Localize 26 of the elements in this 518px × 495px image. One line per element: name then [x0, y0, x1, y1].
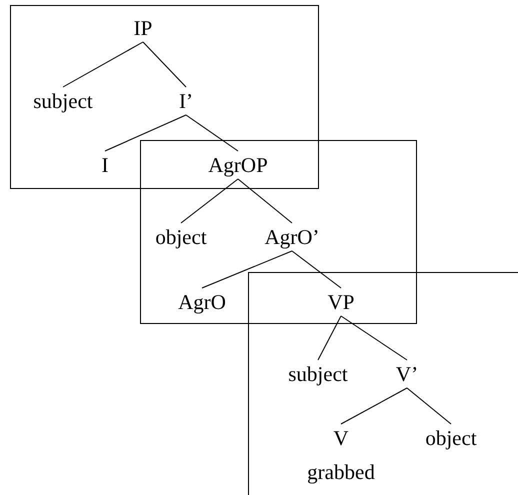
tree-label: AgrOP	[208, 153, 268, 177]
tree-label: subject	[33, 89, 93, 113]
tree-branch	[318, 316, 342, 360]
tree-label: IP	[134, 16, 152, 40]
tree-branch	[202, 250, 292, 288]
tree-label: AgrO’	[264, 225, 320, 249]
tree-branch	[340, 388, 408, 424]
tree-label: V	[333, 426, 349, 450]
word-gloss: grabbed	[307, 460, 375, 484]
tree-branch	[238, 178, 292, 224]
tree-label: VP	[328, 290, 354, 314]
tree-label: subject	[288, 362, 348, 386]
tree-branch	[62, 42, 144, 88]
tree-branch	[406, 388, 452, 424]
tree-branch	[292, 250, 342, 288]
tree-branch	[142, 42, 186, 88]
tree-label: AgrO	[178, 290, 226, 314]
tree-label: object	[155, 225, 207, 249]
tree-branch	[180, 178, 238, 224]
tree-branch	[186, 114, 238, 152]
tree-branch	[104, 114, 186, 152]
tree-label: object	[425, 426, 477, 450]
tree-branch	[340, 316, 408, 360]
tree-label: V’	[396, 362, 418, 386]
tree-label: I	[102, 153, 108, 177]
tree-label: I’	[179, 89, 193, 113]
